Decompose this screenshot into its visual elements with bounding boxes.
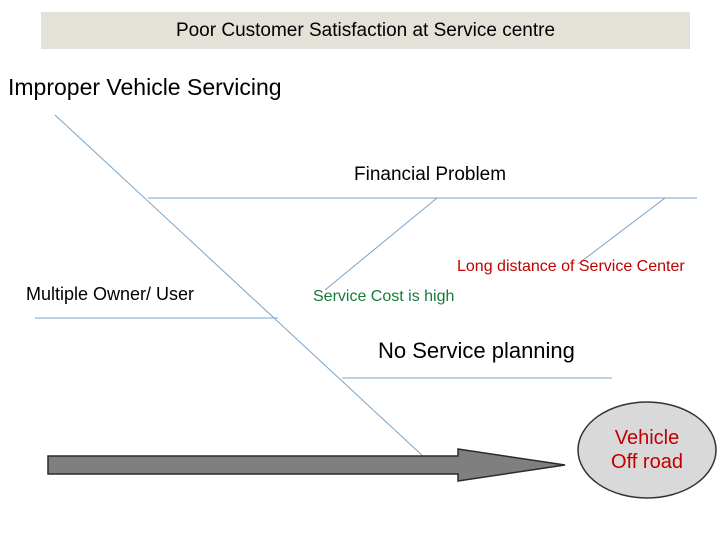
diagram-title-box: Poor Customer Satisfaction at Service ce…	[41, 12, 690, 49]
service-cost-sub-bone	[324, 197, 438, 291]
main-diagonal-bone	[54, 114, 426, 459]
diagram-title: Poor Customer Satisfaction at Service ce…	[175, 19, 556, 41]
financial-problem-label: Financial Problem	[354, 164, 507, 185]
no-service-planning-label: No Service planning	[378, 338, 575, 363]
spine-arrow	[47, 448, 566, 482]
effect-circle-shape	[577, 401, 717, 499]
multiple-owner-label: Multiple Owner/ User	[26, 284, 195, 304]
main-category-label: Improper Vehicle Servicing	[8, 74, 282, 100]
effect-label: Vehicle Off road	[578, 402, 716, 498]
long-distance-sub-bone	[577, 197, 666, 265]
service-cost-label: Service Cost is high	[313, 288, 455, 305]
effect-line-1: Vehicle	[614, 427, 680, 449]
effect-line-2: Off road	[611, 451, 683, 473]
long-distance-label: Long distance of Service Center	[457, 258, 685, 275]
